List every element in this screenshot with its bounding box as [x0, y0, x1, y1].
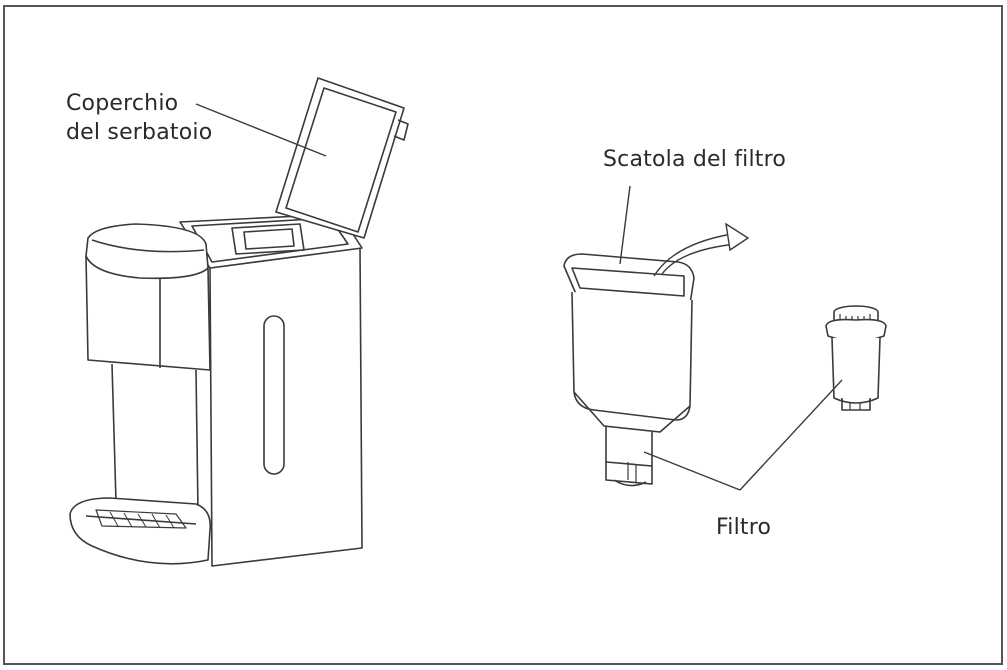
leader-line-filter-box — [619, 185, 631, 265]
diagram-border — [3, 5, 1003, 665]
label-filter: Filtro — [716, 515, 772, 540]
removal-arrow — [653, 233, 733, 277]
label-tank-lid: Coperchio del serbatoio — [66, 90, 212, 147]
leader-line-filter-2 — [739, 379, 843, 491]
label-filter-box: Scatola del filtro — [603, 147, 787, 172]
label-tank-lid-line-1: Coperchio — [66, 91, 179, 116]
label-tank-lid-line-2: del serbatoio — [66, 119, 213, 145]
filter-cartridge-illustration — [825, 305, 887, 411]
leader-line-tank-lid — [195, 103, 327, 157]
coffee-machine-illustration — [69, 77, 409, 567]
leader-line-filter-1 — [643, 451, 741, 491]
arrow-head-icon — [725, 222, 750, 252]
filter-box-illustration — [563, 253, 695, 487]
